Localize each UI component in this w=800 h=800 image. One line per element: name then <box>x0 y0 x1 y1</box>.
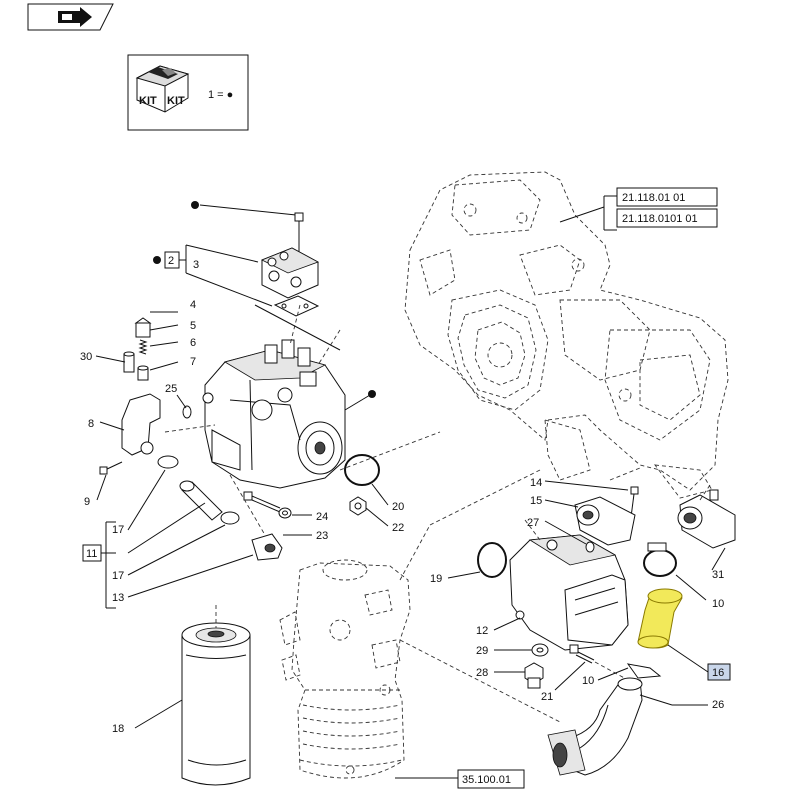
callout-10b: 10 <box>582 675 594 687</box>
callout-27: 27 <box>527 517 539 529</box>
callout-6: 6 <box>190 337 196 349</box>
clamp-17a <box>157 455 179 469</box>
hose-set-bracket <box>105 521 116 609</box>
valve-gasket <box>273 295 320 317</box>
transmission-housing <box>404 171 729 499</box>
ref-box-transmission-b[interactable]: 21.118.0101 01 <box>616 208 718 228</box>
callout-17b: 17 <box>112 570 124 582</box>
hose-17 <box>179 480 223 521</box>
ref-box-filter-housing[interactable]: 35.100.01 <box>457 769 525 789</box>
poppet-7 <box>137 365 149 381</box>
callout-2: 2 <box>168 255 174 267</box>
valve-screw <box>191 201 304 255</box>
valve-body-8 <box>121 393 161 456</box>
callout-25: 25 <box>165 383 177 395</box>
bolt-24 <box>243 491 292 519</box>
fitting-30 <box>123 351 135 373</box>
callout-19: 19 <box>430 573 442 585</box>
clamp-17b <box>220 511 240 525</box>
callout-7: 7 <box>190 356 196 368</box>
hydraulic-pump <box>202 339 346 489</box>
o-ring-19 <box>477 542 507 578</box>
callout-box-16[interactable]: 16 <box>707 663 731 681</box>
flange-15 <box>574 496 636 546</box>
nut-22 <box>349 496 367 516</box>
callout-9: 9 <box>84 496 90 508</box>
callout-30: 30 <box>80 351 92 363</box>
callout-10a: 10 <box>712 598 724 610</box>
bolt-21b <box>569 644 595 664</box>
filter-cartridge <box>181 622 251 786</box>
auxiliary-pump-12 <box>509 534 629 651</box>
kit-equation: 1 = ● <box>208 89 233 101</box>
filter-housing <box>279 559 411 779</box>
callout-18: 18 <box>112 723 124 735</box>
fitting-13 <box>251 533 283 561</box>
flange-31 <box>677 489 736 549</box>
callout-29: 29 <box>476 645 488 657</box>
ref-label-filter-housing: 35.100.01 <box>462 774 511 786</box>
plug-28 <box>524 662 544 689</box>
spring-6 <box>138 339 148 355</box>
washer-25 <box>182 405 192 419</box>
forward-arrow-icon[interactable] <box>58 7 92 27</box>
callout-24: 24 <box>316 511 328 523</box>
callout-box-2[interactable]: 2 <box>164 251 180 269</box>
callout-16: 16 <box>712 667 724 679</box>
callout-26: 26 <box>712 699 724 711</box>
callout-11: 11 <box>86 548 97 560</box>
callout-4: 4 <box>190 299 196 311</box>
callout-14: 14 <box>530 477 542 489</box>
o-ring-20 <box>344 454 380 486</box>
callout-12: 12 <box>476 625 488 637</box>
kit-label-left: KIT <box>139 95 157 107</box>
callout-box-11[interactable]: 11 <box>82 544 102 562</box>
hose-elbow-26 <box>547 677 643 776</box>
clamp-10b <box>626 663 662 679</box>
callout-22: 22 <box>392 522 404 534</box>
callout-15: 15 <box>530 495 542 507</box>
callout-28: 28 <box>476 667 488 679</box>
hose-16-highlighted[interactable] <box>637 588 683 649</box>
callout-8: 8 <box>88 418 94 430</box>
plug-27 <box>585 541 595 553</box>
kit-label-right: KIT <box>167 95 185 107</box>
callout-13: 13 <box>112 592 124 604</box>
kit-box-icon <box>135 65 190 113</box>
callout-17a: 17 <box>112 524 124 536</box>
ref-label-transmission-a: 21.118.01 01 <box>622 192 685 204</box>
ref-box-transmission-a[interactable]: 21.118.01 01 <box>616 187 718 207</box>
ref-transmission-bracket <box>559 195 617 231</box>
washer-29 <box>531 643 549 657</box>
nav-tab[interactable] <box>27 3 114 31</box>
ref-label-transmission-b: 21.118.0101 01 <box>622 213 698 225</box>
callout-5: 5 <box>190 320 196 332</box>
callout-3: 3 <box>193 259 199 271</box>
clamp-10a <box>643 542 677 577</box>
callout-20: 20 <box>392 501 404 513</box>
screw-9 <box>99 461 123 475</box>
callout-31: 31 <box>712 569 724 581</box>
kit-legend: KIT KIT 1 = ● <box>127 54 249 131</box>
plug-4 <box>134 317 152 338</box>
callout-23: 23 <box>316 530 328 542</box>
valve-block <box>261 247 319 299</box>
callout-21b: 21 <box>541 691 553 703</box>
